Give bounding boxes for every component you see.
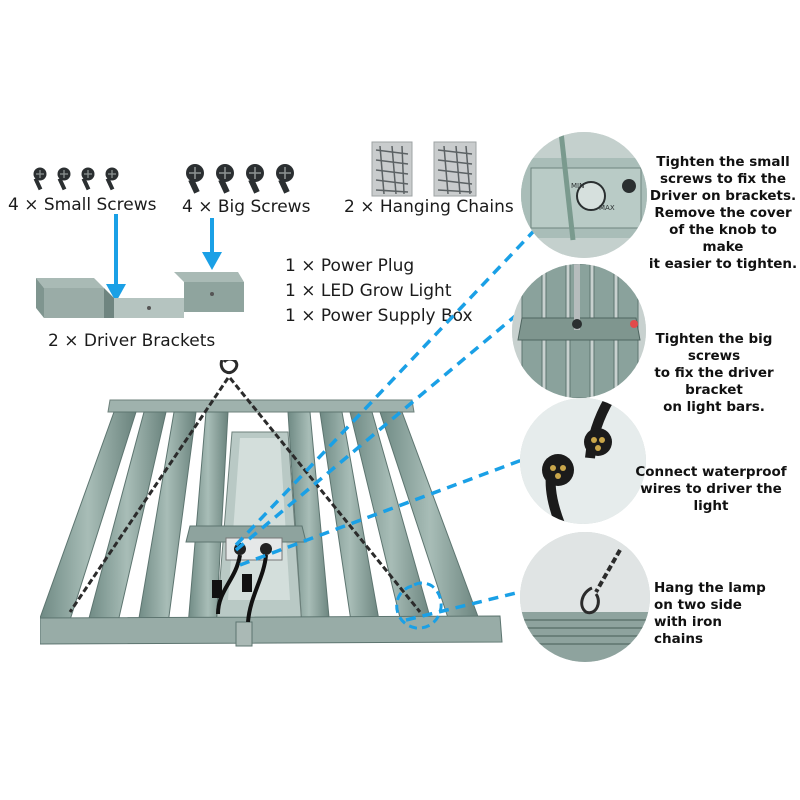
- arrow-down-icon: [202, 218, 222, 270]
- step-4-image: [520, 532, 650, 662]
- knob-min-label: MIN: [571, 182, 584, 190]
- led-grow-light-image: [40, 360, 503, 647]
- step-2-caption: Tighten the big screws to fix the driver…: [654, 331, 774, 415]
- driver-brackets-image: [36, 272, 244, 318]
- step-3-image: [520, 398, 646, 524]
- power-plug-label: 1 × Power Plug: [285, 256, 415, 276]
- small-screws-image: [33, 167, 119, 191]
- arrow-down-icon: [106, 214, 126, 302]
- small-screws-label: 4 × Small Screws: [8, 195, 157, 215]
- step-4-caption: Hang the lamp on two side with iron chai…: [654, 580, 766, 647]
- driver-brackets-label: 2 × Driver Brackets: [48, 331, 216, 351]
- step-1-image: MIN MAX: [521, 132, 647, 258]
- step-1-caption: Tighten the small screws to fix the Driv…: [648, 154, 798, 272]
- bottom-rail: [40, 615, 503, 645]
- light-bars: [40, 411, 481, 629]
- hanging-chains: [68, 377, 422, 613]
- big-screws-label: 4 × Big Screws: [182, 197, 311, 217]
- connectors: [212, 537, 283, 623]
- knob-max-label: MAX: [599, 204, 615, 212]
- hanging-chains-image: [371, 141, 477, 197]
- big-screws-image: [186, 164, 294, 194]
- top-rail: [107, 399, 415, 413]
- step-3-caption: Connect waterproof wires to driver the l…: [635, 464, 787, 514]
- hanging-chains-label: 2 × Hanging Chains: [344, 197, 514, 217]
- grow-light-label: 1 × LED Grow Light: [285, 281, 452, 301]
- step-2-image: [512, 264, 646, 398]
- power-supply-box-label: 1 × Power Supply Box: [285, 306, 473, 326]
